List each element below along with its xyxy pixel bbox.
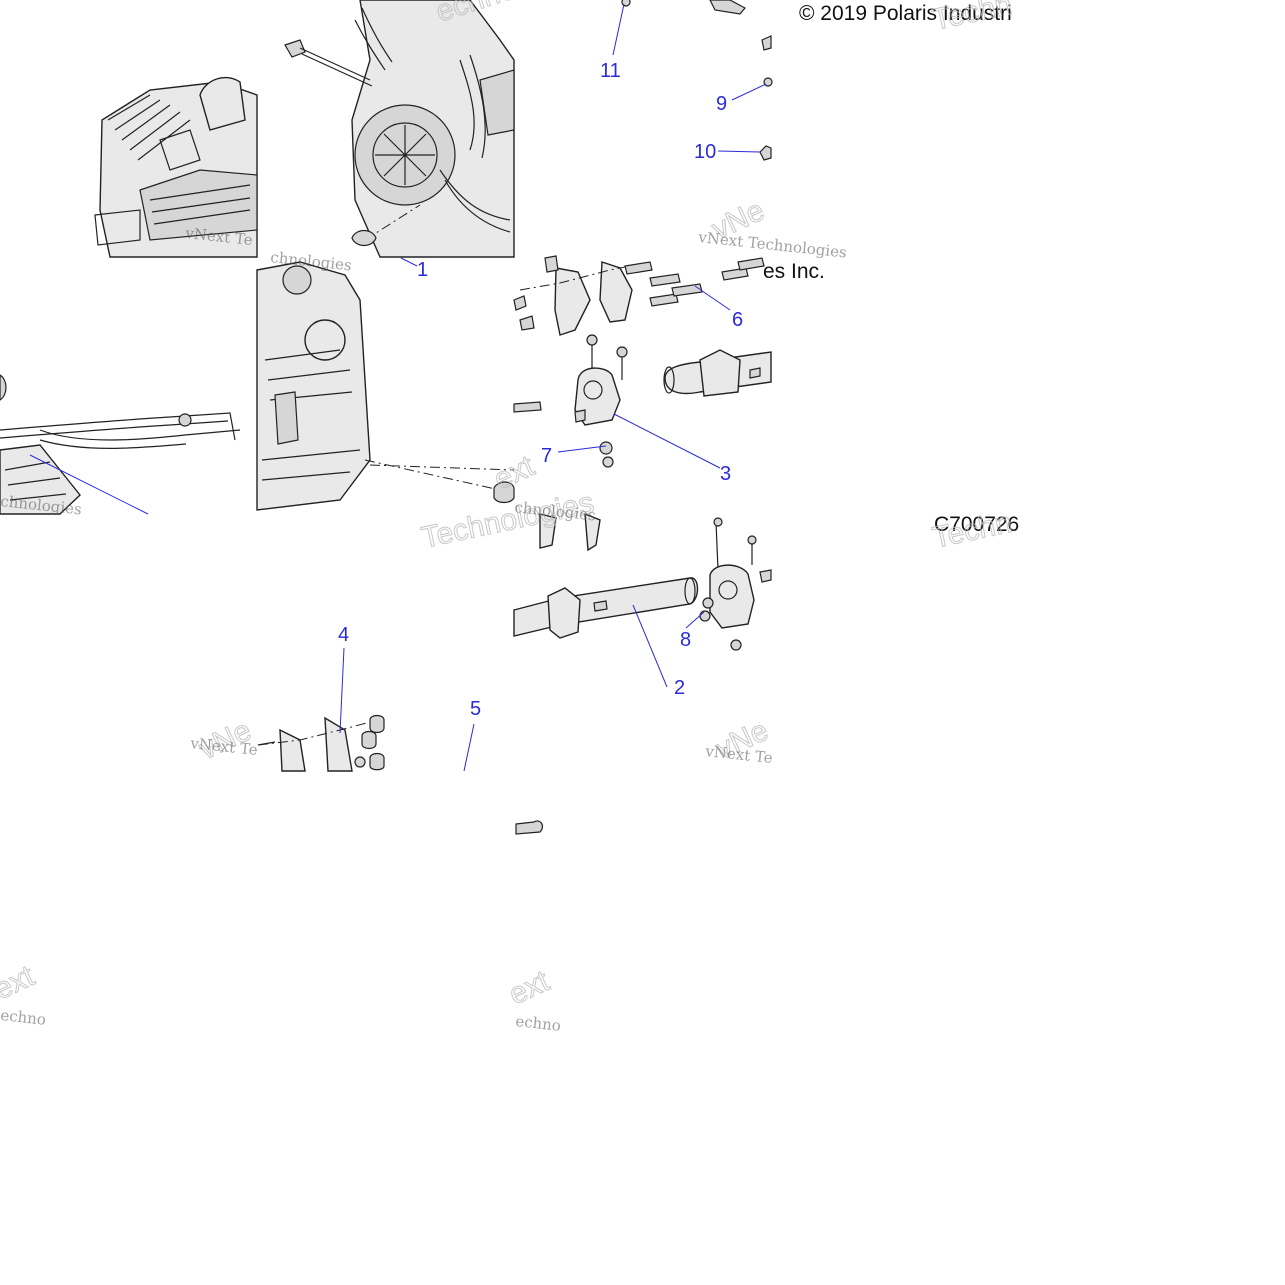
watermark-fragment: ext <box>504 964 555 1011</box>
callout-4: 4 <box>338 624 349 646</box>
watermark-word: Techn <box>930 0 1015 37</box>
mount-bracket-upper <box>513 255 772 468</box>
mount-bracket-lower <box>513 512 772 651</box>
callout-8: 8 <box>680 629 691 651</box>
callout-10: 10 <box>694 141 716 163</box>
engine-cables-left <box>0 374 241 515</box>
mount-bracket-left <box>257 714 385 772</box>
leader-lines <box>339 3 767 772</box>
engine-block-center <box>284 0 515 258</box>
engine-block-left <box>94 77 258 258</box>
callout-3: 3 <box>720 463 731 485</box>
watermark-brand: vNext Technologies <box>697 228 848 262</box>
copyright-text: © 2019 Polaris Industri <box>799 2 1012 25</box>
stud-bolt <box>515 820 544 835</box>
callout-5: 5 <box>470 698 481 720</box>
figure-id: C700726 <box>934 513 1019 536</box>
watermark-fragment: echno <box>515 1012 562 1035</box>
callout-11: 11 <box>600 60 621 82</box>
watermark-fragment: ext <box>0 959 40 1006</box>
watermark-fragment: echno <box>0 1006 47 1029</box>
callout-7: 7 <box>541 445 552 467</box>
callout-2: 2 <box>674 677 685 699</box>
callout-9: 9 <box>716 93 727 115</box>
callout-6: 6 <box>732 309 743 331</box>
callout-labels: 1 2 3 4 5 6 7 8 9 10 11 <box>338 60 743 720</box>
engine-block-lower <box>256 261 515 511</box>
copyright-tail-text: es Inc. <box>763 260 825 283</box>
callout-1: 1 <box>417 259 428 281</box>
upper-right-hardware <box>621 0 773 161</box>
